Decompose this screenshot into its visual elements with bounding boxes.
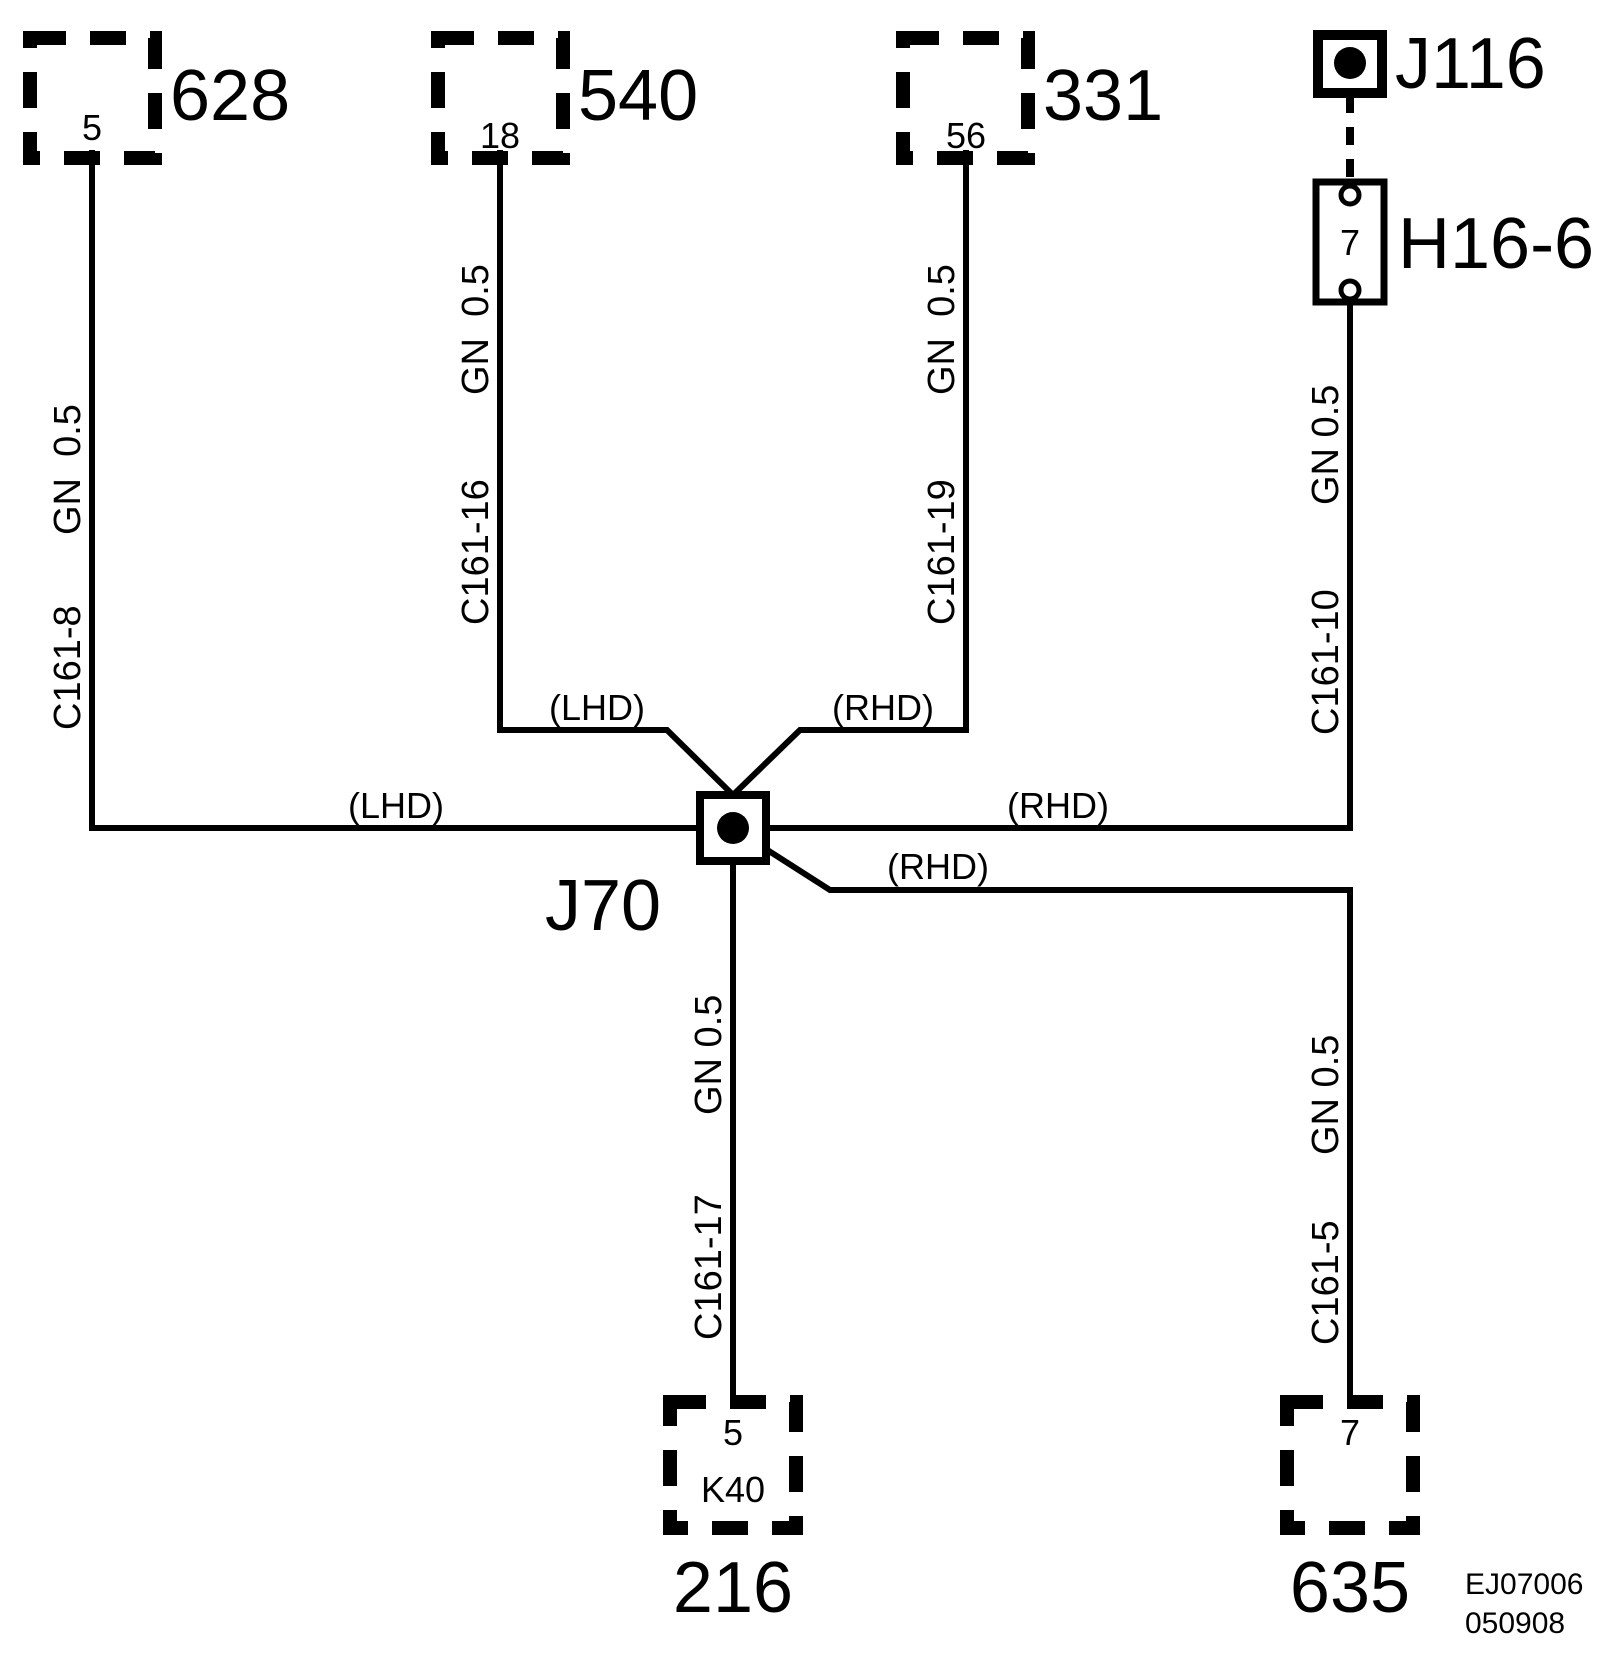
connector-628-label: 628 [170,56,290,136]
wire-h16-6-spec: GN 0.5 [1305,385,1347,505]
connector-635: 7 635 [1280,1395,1420,1628]
wire-635-spec: GN 0.5 [1305,1035,1347,1155]
connector-331: 56 331 [896,31,1163,165]
option-label-rhd-635: (RHD) [887,846,989,887]
connector-635-label: 635 [1290,1548,1410,1628]
splice-j70-label: J70 [545,866,661,946]
splice-j116-box [1313,30,1387,98]
option-label-rhd-main: (RHD) [1007,785,1109,826]
drawing-code-line2: 050908 [1465,1607,1565,1640]
wire-h16-6-circuit: C161-10 [1305,589,1347,735]
connector-628-outline [23,31,162,165]
wire-635-circuit: C161-5 [1305,1220,1347,1345]
wire-331 [730,150,969,798]
wire-540-circuit: C161-16 [455,479,497,625]
option-label-lhd-main: (LHD) [348,785,444,826]
wire-628-labels: C161-8 GN 0.5 [47,404,89,730]
fuse-h16-6-bottom-terminal [1338,278,1362,302]
wire-331-labels: C161-19 GN 0.5 [921,264,963,625]
wire-216-labels: C161-17 GN 0.5 [688,995,730,1340]
wire-628 [89,150,733,831]
option-label-lhd-540: (LHD) [549,687,645,728]
connector-331-label: 331 [1043,56,1163,136]
wire-540 [497,150,736,798]
splice-j116: J116 [1313,24,1546,104]
connector-331-pin: 56 [946,115,986,156]
wire-628-circuit: C161-8 [47,605,89,730]
fuse-h16-6-top-terminal [1338,183,1362,207]
wire-540-spec: GN 0.5 [455,264,497,395]
wire-331-spec: GN 0.5 [921,264,963,395]
wire-635-labels: C161-5 GN 0.5 [1305,1035,1347,1345]
fuse-h16-6-pin: 7 [1340,222,1360,263]
fuse-h16-6: 7 H16-6 [1312,178,1594,306]
connector-216: 5 K40 216 [663,1395,803,1628]
connector-540-outline [431,31,570,165]
connector-628-pin: 5 [82,107,102,148]
connector-635-outline [1280,1395,1420,1535]
connector-331-outline [896,31,1035,165]
wire-635 [731,825,1353,1395]
wire-331-circuit: C161-19 [921,479,963,625]
wire-h16-6 [733,290,1353,831]
connector-540-label: 540 [578,56,698,136]
connector-635-pin: 7 [1340,1412,1360,1453]
wire-h16-6-labels: C161-10 GN 0.5 [1305,385,1347,735]
wire-216-spec: GN 0.5 [688,995,730,1115]
wire-216-circuit: C161-17 [688,1194,730,1340]
fuse-h16-6-label: H16-6 [1398,204,1594,284]
wire-628-spec: GN 0.5 [47,404,89,535]
splice-j116-dot [1334,47,1366,79]
connector-216-pin: 5 [723,1412,743,1453]
connector-216-sublabel: K40 [701,1469,765,1510]
option-label-rhd-331: (RHD) [832,687,934,728]
splice-j70-box [696,791,770,865]
wire-540-labels: C161-16 GN 0.5 [455,264,497,625]
connector-216-outline [663,1395,803,1535]
connector-216-label: 216 [673,1548,793,1628]
connector-540: 18 540 [431,31,698,165]
connector-628: 5 628 [23,31,290,165]
splice-j70-dot [717,812,749,844]
drawing-code-line1: EJ07006 [1465,1568,1583,1601]
splice-j116-label: J116 [1395,24,1546,104]
splice-j70: J70 [545,791,770,946]
connector-540-pin: 18 [480,115,520,156]
